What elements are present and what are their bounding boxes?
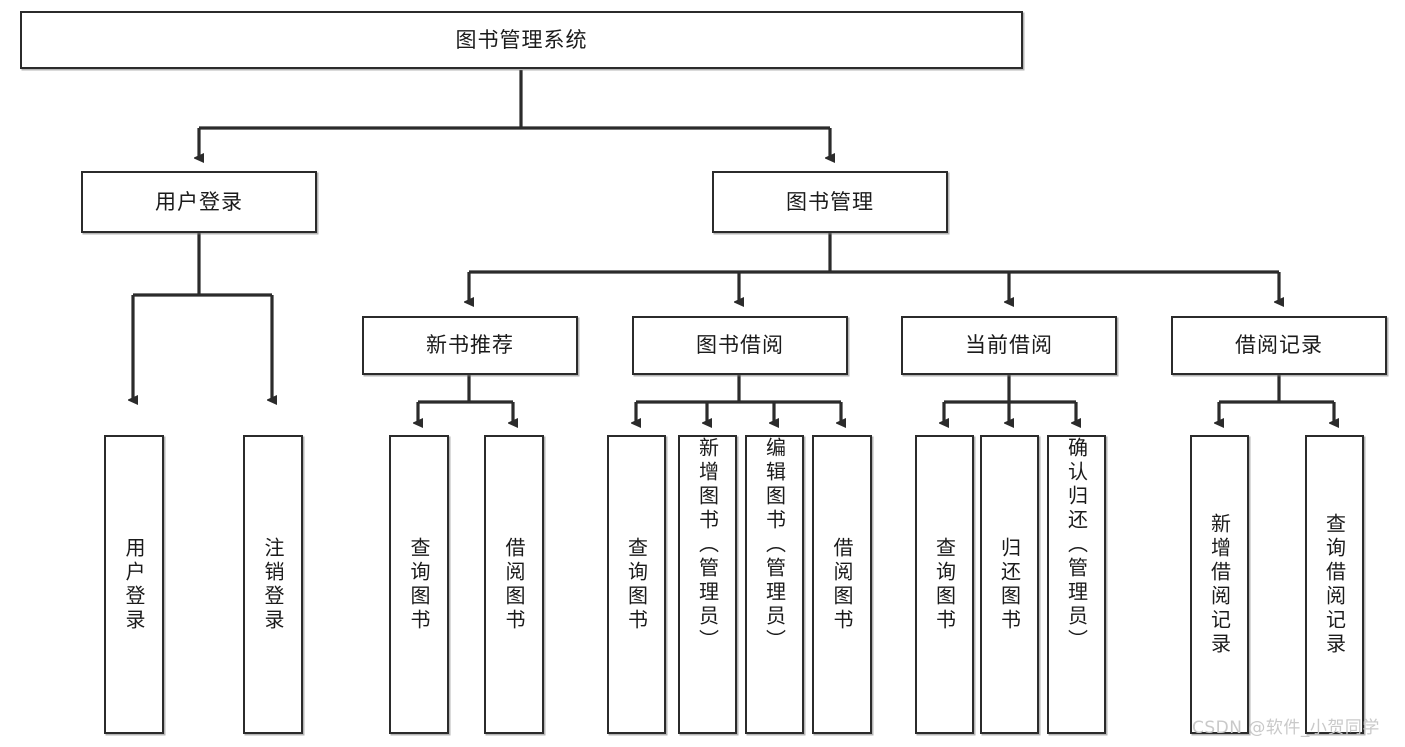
leaf-borrow-book[interactable]: 借阅图书 [812, 435, 872, 734]
node-label: 新书推荐 [426, 333, 514, 358]
leaf-add-borrow-record[interactable]: 新增借阅记录 [1190, 435, 1249, 734]
node-label: 查询图书 [407, 536, 431, 633]
node-label: 确认归还（管理员） [1064, 437, 1089, 653]
node-label: 注销登录 [261, 536, 285, 633]
node-label: 编辑图书（管理员） [762, 437, 787, 653]
node-book-borrow[interactable]: 图书借阅 [632, 316, 848, 375]
node-borrow-record[interactable]: 借阅记录 [1171, 316, 1387, 375]
node-label: 图书管理 [786, 189, 874, 214]
node-label: 借阅图书 [830, 536, 854, 633]
node-label: 借阅记录 [1235, 333, 1323, 358]
node-label: 新增借阅记录 [1207, 512, 1232, 657]
leaf-logout-login[interactable]: 注销登录 [243, 435, 303, 734]
node-book-management[interactable]: 图书管理 [712, 171, 948, 233]
node-label: 当前借阅 [965, 333, 1053, 358]
leaf-query-book-recommend[interactable]: 查询图书 [389, 435, 449, 734]
node-label: 图书借阅 [696, 333, 784, 358]
node-label: 借阅图书 [502, 536, 526, 633]
node-label: 图书管理系统 [455, 27, 588, 52]
leaf-add-book-admin[interactable]: 新增图书（管理员） [678, 435, 737, 734]
leaf-query-borrow-record[interactable]: 查询借阅记录 [1305, 435, 1364, 734]
node-label: 查询借阅记录 [1322, 512, 1347, 657]
node-label: 归还图书 [997, 536, 1022, 633]
node-label: 查询图书 [624, 536, 649, 633]
node-new-book-recommend[interactable]: 新书推荐 [362, 316, 578, 375]
node-root-system[interactable]: 图书管理系统 [20, 11, 1023, 69]
leaf-user-login[interactable]: 用户登录 [104, 435, 164, 734]
node-label: 用户登录 [155, 189, 243, 214]
leaf-return-book[interactable]: 归还图书 [980, 435, 1039, 734]
node-current-borrow[interactable]: 当前借阅 [901, 316, 1117, 375]
node-label: 查询图书 [932, 536, 957, 633]
node-user-login[interactable]: 用户登录 [81, 171, 317, 233]
leaf-query-book-current[interactable]: 查询图书 [915, 435, 974, 734]
node-label: 用户登录 [122, 536, 146, 633]
leaf-confirm-return-admin[interactable]: 确认归还（管理员） [1047, 435, 1106, 734]
node-label: 新增图书（管理员） [695, 437, 720, 653]
leaf-edit-book-admin[interactable]: 编辑图书（管理员） [745, 435, 804, 734]
leaf-borrow-book-recommend[interactable]: 借阅图书 [484, 435, 544, 734]
leaf-query-book-borrow[interactable]: 查询图书 [607, 435, 666, 734]
csdn-watermark: CSDN @软件_小贺同学 [1192, 718, 1380, 738]
